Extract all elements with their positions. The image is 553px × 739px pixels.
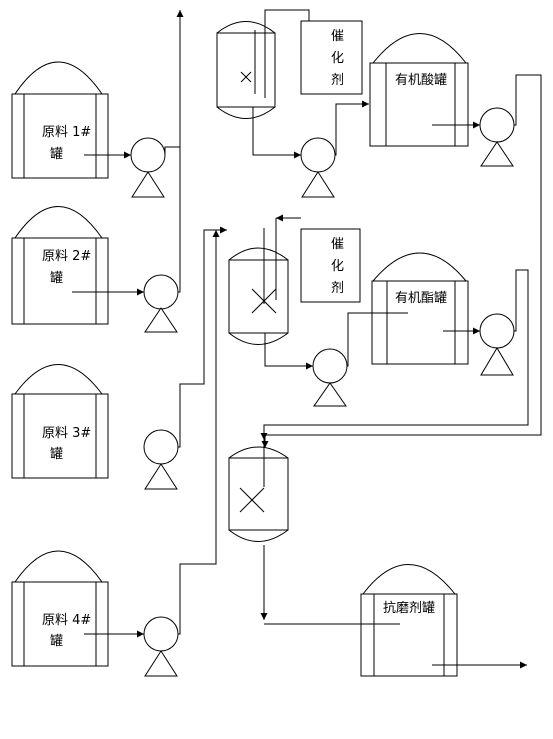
raw-tank-3-label: 原料 3# — [42, 426, 91, 441]
raw-tank-1: 原料 1# 罐 — [11, 61, 109, 179]
raw-tank-2-label: 原料 2# — [42, 249, 91, 264]
catalyst-box-1: 催 化 剂 — [300, 20, 363, 95]
acid-tank-label: 有机酸罐 — [395, 73, 447, 88]
catalyst-1-char-1: 催 — [331, 29, 344, 44]
catalyst-2-char-2: 化 — [331, 259, 344, 274]
catalyst-1-char-3: 剂 — [331, 73, 344, 88]
pump-reactor-2 — [312, 348, 348, 407]
pump-raw-3 — [143, 429, 179, 490]
raw-tank-4: 原料 4# 罐 — [11, 550, 109, 667]
product-tank: 抗磨剂罐 — [360, 564, 458, 677]
raw-tank-3: 原料 3# 罐 — [11, 364, 109, 479]
catalyst-box-2: 催 化 剂 — [300, 228, 361, 303]
flow-lines — [72, 9, 542, 669]
raw-tank-4-label: 原料 4# — [42, 613, 91, 628]
pump-ester-tank — [479, 313, 515, 376]
ester-tank-label: 有机酯罐 — [395, 291, 447, 306]
pump-reactor-1 — [300, 137, 336, 198]
raw-tank-2: 原料 2# 罐 — [11, 206, 109, 325]
raw-tank-1-sublabel: 罐 — [50, 147, 63, 162]
ester-tank: 有机酯罐 — [371, 252, 469, 365]
pump-raw-1 — [130, 137, 166, 198]
acid-tank: 有机酸罐 — [369, 33, 469, 147]
raw-tank-2-sublabel: 罐 — [50, 271, 63, 286]
catalyst-2-char-3: 剂 — [331, 281, 344, 296]
pump-raw-4 — [143, 616, 179, 677]
raw-tank-3-sublabel: 罐 — [50, 447, 63, 462]
reactor-3 — [228, 446, 289, 542]
raw-tank-4-sublabel: 罐 — [50, 634, 63, 649]
pump-acid-tank — [479, 107, 515, 167]
reactor-2 — [228, 247, 289, 345]
catalyst-2-char-1: 催 — [331, 237, 344, 252]
raw-tank-1-label: 原料 1# — [42, 125, 91, 140]
catalyst-1-char-2: 化 — [331, 51, 344, 66]
product-tank-label: 抗磨剂罐 — [383, 601, 435, 616]
pump-raw-2 — [143, 274, 179, 333]
reactor-1 — [216, 21, 276, 119]
